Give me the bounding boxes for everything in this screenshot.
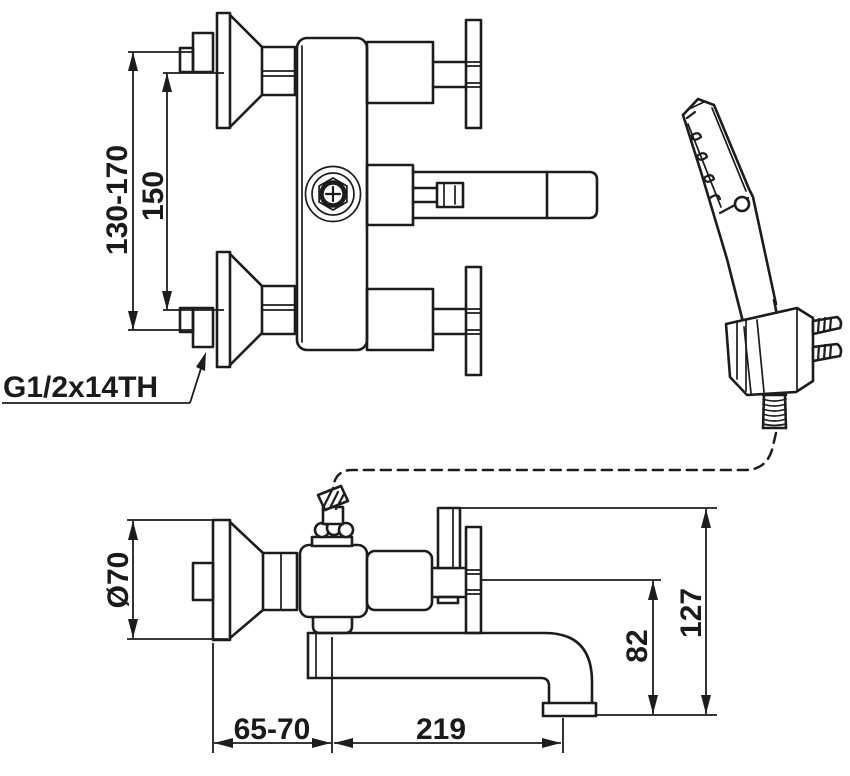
valve-handle-top-plan: [365, 18, 483, 130]
dimension-mounting-range: 130-170: [101, 51, 193, 331]
dim-label-wall-offset: 65-70: [234, 713, 311, 746]
supply-side: [191, 561, 215, 602]
body-bottom-cap: [311, 615, 354, 635]
dimension-escutcheon-diameter: Ø70: [102, 519, 228, 640]
valve-handle-side: [365, 506, 483, 635]
dimension-spout-drop: 82: [480, 579, 661, 714]
hose-nut: [761, 393, 788, 430]
supply-connection-top: [178, 11, 297, 130]
bracket-prong-lower: [811, 342, 843, 363]
escutcheon-side: [211, 518, 299, 642]
dim-label-escutcheon-diameter: Ø70: [102, 552, 135, 609]
dimension-spout-reach: 219: [334, 713, 564, 753]
dim-label-overall-height: 127: [675, 588, 708, 638]
hand-shower-head: [681, 97, 778, 320]
spout-side: [306, 631, 598, 718]
side-view: Ø70 65-70 219 82: [102, 484, 717, 753]
dim-label-center-distance: 150: [137, 171, 170, 221]
dimension-center-distance: 150: [137, 72, 224, 311]
thread-size-label: G1/2x14TH: [2, 352, 206, 404]
hand-shower: [681, 97, 843, 430]
emblem-detail: [304, 165, 362, 223]
valve-handle-bottom-plan: [365, 265, 483, 377]
bracket-prong-upper: [811, 315, 843, 336]
thread-label-text: G1/2x14TH: [3, 371, 158, 404]
shower-bracket: [724, 306, 843, 397]
faucet-body-side: [298, 484, 369, 635]
spout-outlet: [541, 701, 598, 718]
dim-label-spout-drop: 82: [621, 629, 654, 662]
dimension-wall-offset: 65-70: [212, 637, 333, 753]
supply-connection-bottom: [178, 250, 297, 369]
diverter-knob: [435, 181, 465, 209]
dim-label-mounting-range: 130-170: [101, 145, 134, 255]
pivot-button: [733, 195, 751, 213]
spout-plan: [365, 163, 599, 227]
dimension-overall-height: 127: [438, 507, 717, 716]
hose-dashed-line: [331, 431, 778, 491]
plan-view: 130-170 150 G1/2x14TH: [2, 11, 599, 404]
hose-break-stub: [316, 484, 350, 512]
dim-label-spout-reach: 219: [416, 713, 466, 746]
